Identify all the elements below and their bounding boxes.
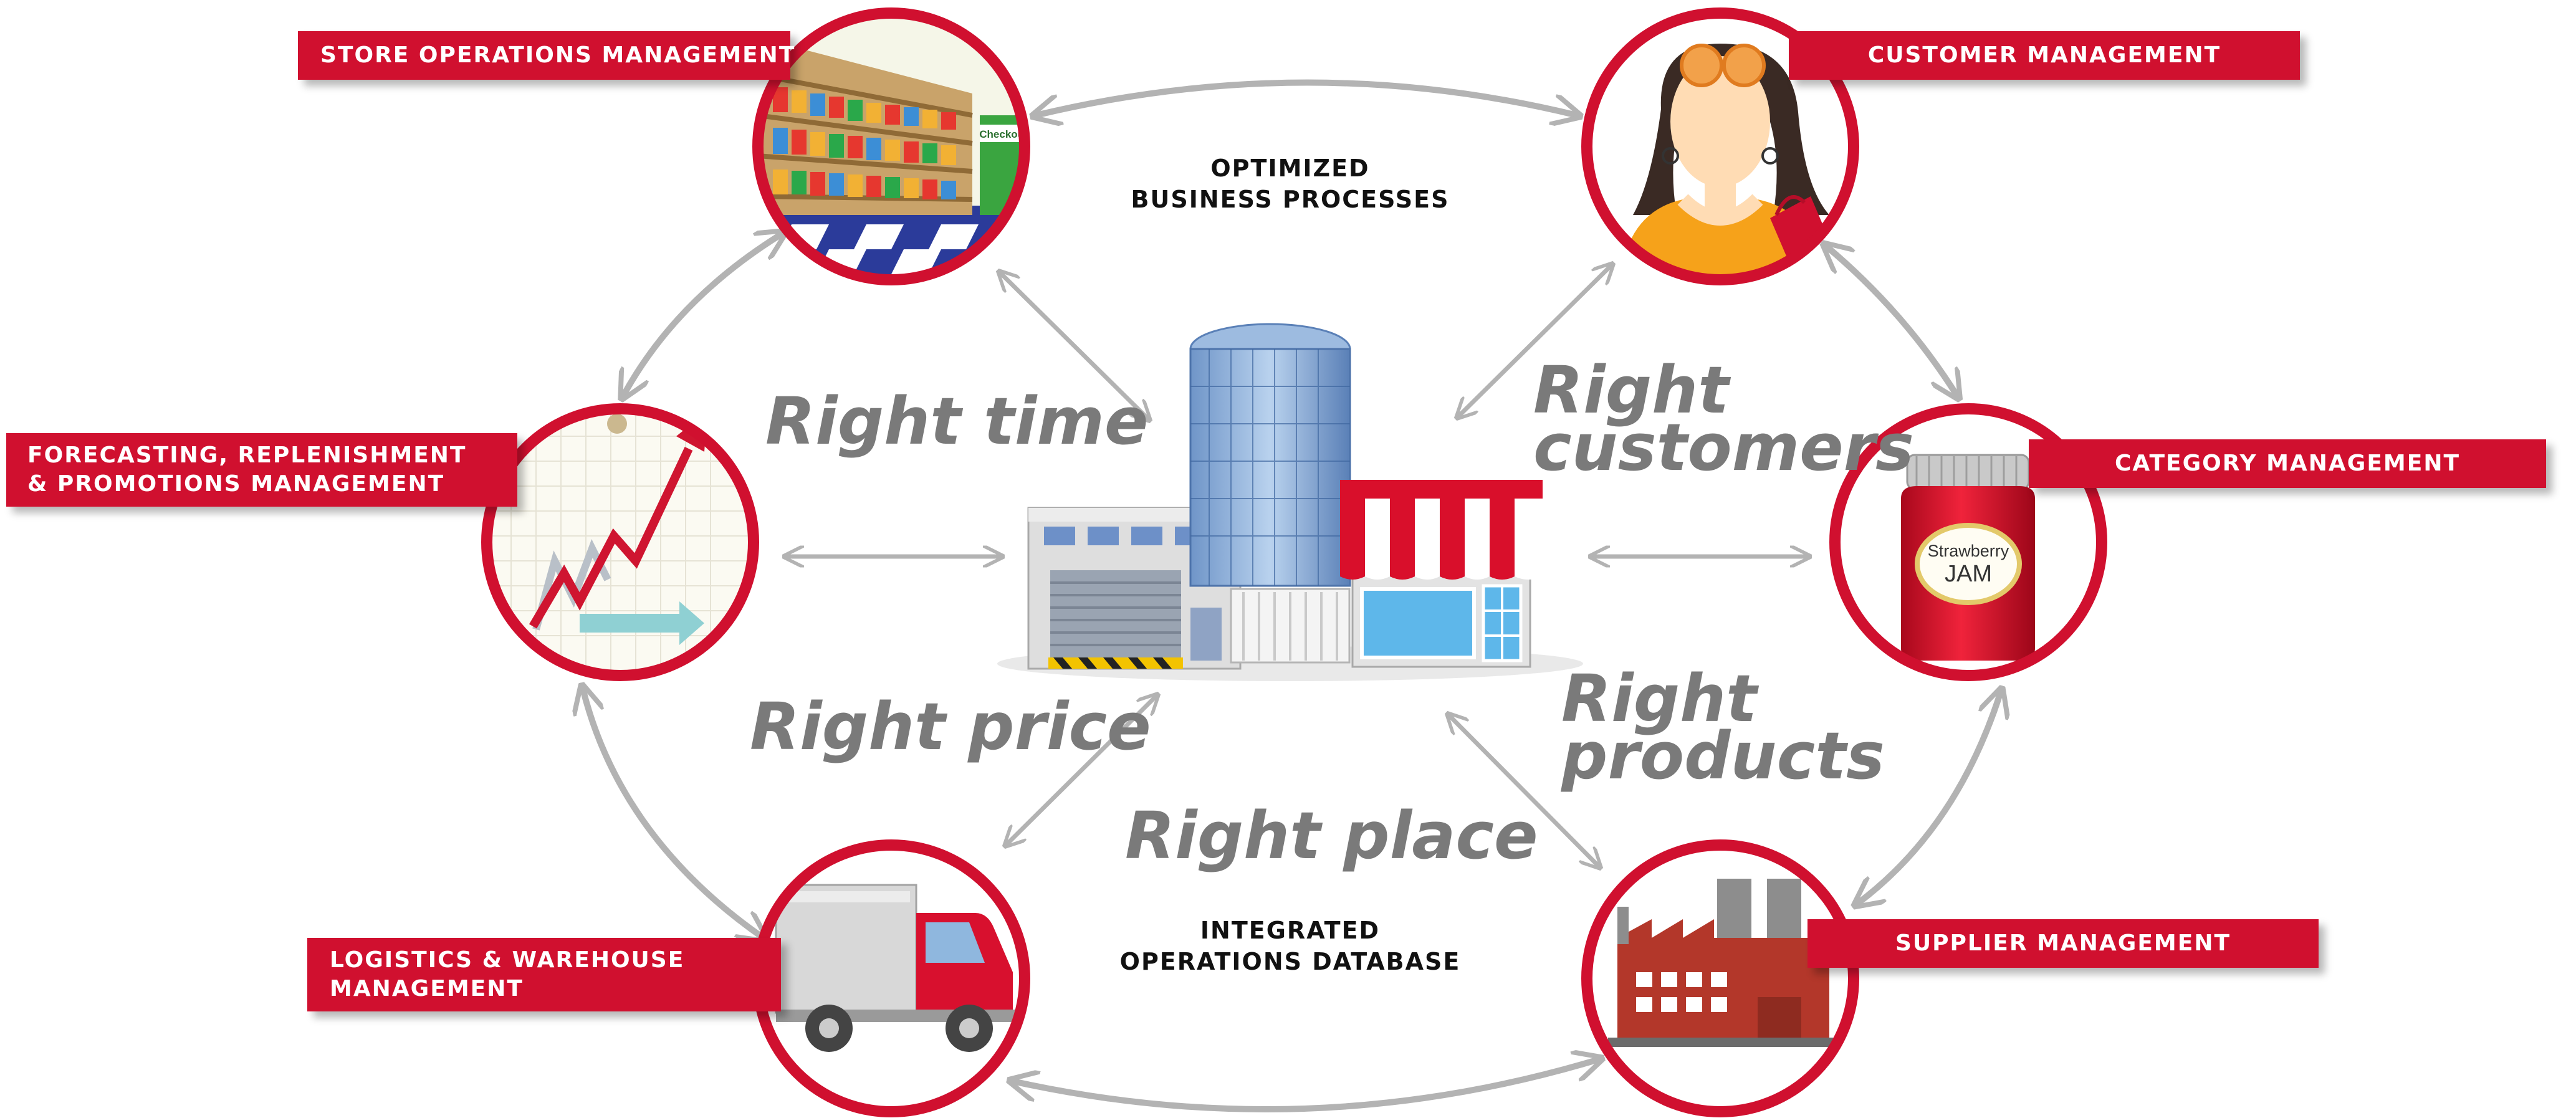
customer-ring	[1581, 7, 1859, 285]
supplier-banner: SUPPLIER MANAGEMENT	[1808, 919, 2319, 968]
arrow-forecasting-logistics	[583, 689, 764, 938]
optimized-processes-label: OPTIMIZED BUSINESS PROCESSES	[1097, 153, 1483, 215]
supplier-ring	[1581, 839, 1859, 1117]
category-label: CATEGORY MANAGEMENT	[2114, 451, 2461, 476]
supplier-node	[1581, 839, 1859, 1117]
forecasting-node	[481, 403, 759, 681]
optimized-line2: BUSINESS PROCESSES	[1131, 186, 1450, 213]
arrow-hub-customer	[1458, 265, 1611, 416]
right-place-text: Right place	[1125, 798, 1538, 874]
arrow-customer-category	[1826, 246, 1957, 396]
hub-buildings-illustration	[997, 323, 1583, 681]
optimized-line1: OPTIMIZED	[1210, 155, 1370, 182]
right-products-line1: Right	[1561, 661, 1757, 737]
right-customers-text: Right customers	[1533, 352, 1914, 485]
right-customers-line2: customers	[1533, 409, 1914, 485]
store-operations-label: STORE OPERATIONS MANAGEMENT	[320, 42, 796, 68]
arrow-category-supplier	[1857, 692, 2001, 904]
forecasting-ring	[481, 403, 759, 681]
right-price-text: Right price	[750, 689, 1151, 765]
integrated-line2: OPERATIONS DATABASE	[1119, 948, 1461, 975]
arrow-store-customer	[1036, 79, 1577, 116]
integrated-line1: INTEGRATED	[1200, 917, 1381, 944]
right-time-text: Right time	[765, 383, 1149, 459]
store-operations-banner: STORE OPERATIONS MANAGEMENT	[298, 31, 796, 80]
integrated-database-label: INTEGRATED OPERATIONS DATABASE	[1097, 915, 1483, 977]
logistics-label-line2: MANAGEMENT	[330, 976, 524, 1001]
jam-label-line2: JAM	[1945, 561, 1992, 587]
supplier-label: SUPPLIER MANAGEMENT	[1895, 930, 2231, 956]
logistics-label-line1: LOGISTICS & WAREHOUSE	[330, 947, 685, 973]
jam-label-line1: Strawberry	[1928, 542, 2009, 560]
right-products-text: Right products	[1561, 661, 1885, 794]
office-tower-icon	[1189, 323, 1351, 664]
ring-arrows	[583, 79, 2001, 1112]
arrow-hub-supplier	[1449, 715, 1599, 866]
logistics-banner: LOGISTICS & WAREHOUSE MANAGEMENT	[307, 938, 781, 1011]
store-sign-text: Checkout	[979, 128, 1028, 140]
forecasting-label-line1: FORECASTING, REPLENISHMENT	[27, 442, 467, 468]
logistics-node	[752, 839, 1030, 1117]
forecasting-label-line2: & PROMOTIONS MANAGEMENT	[27, 471, 445, 497]
arrow-logistics-supplier	[1013, 1059, 1599, 1112]
hub-arrows	[787, 265, 1808, 866]
forecasting-banner: FORECASTING, REPLENISHMENT & PROMOTIONS …	[6, 433, 517, 507]
storefront-icon	[1340, 480, 1543, 668]
arrow-hub-logistics	[1007, 696, 1156, 844]
category-banner: CATEGORY MANAGEMENT	[2029, 439, 2546, 488]
right-products-line2: products	[1561, 718, 1885, 794]
store-operations-ring	[752, 7, 1030, 285]
right-customers-line1: Right	[1533, 352, 1729, 428]
warehouse-icon	[1027, 507, 1242, 670]
customer-label: CUSTOMER MANAGEMENT	[1867, 42, 2221, 68]
arrow-hub-store	[1000, 273, 1148, 419]
customer-banner: CUSTOMER MANAGEMENT	[1789, 31, 2300, 80]
arrow-store-forecasting	[623, 234, 782, 396]
store-operations-node: Checkout	[752, 7, 1030, 285]
category-ring	[1829, 403, 2107, 681]
